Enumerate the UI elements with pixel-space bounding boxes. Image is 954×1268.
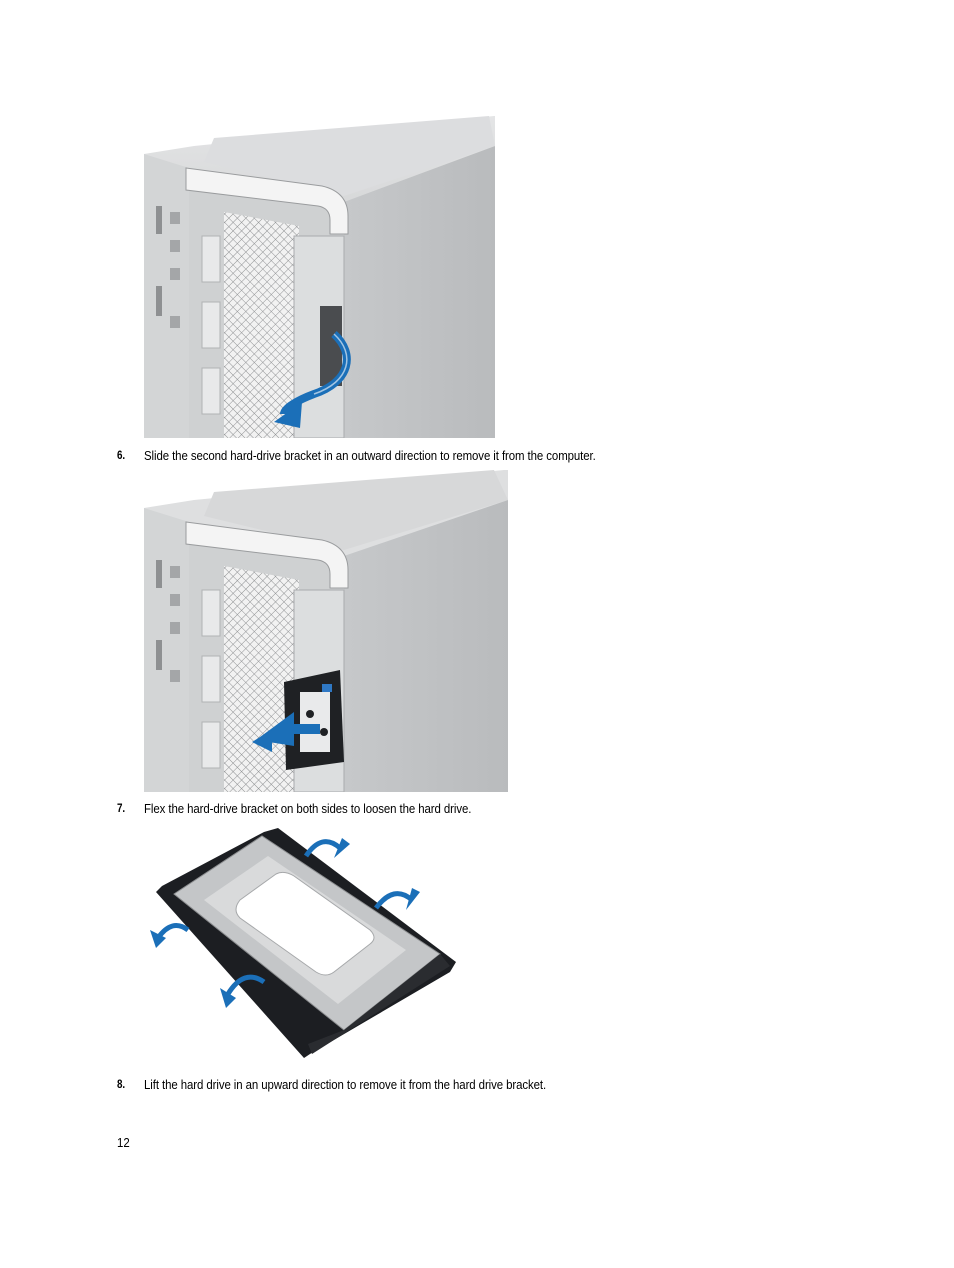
step-number: 7. bbox=[117, 801, 126, 815]
step-text: Flex the hard-drive bracket on both side… bbox=[144, 801, 472, 816]
step-text: Slide the second hard-drive bracket in a… bbox=[144, 448, 596, 463]
figure-bracket-release bbox=[144, 116, 495, 438]
step-number: 6. bbox=[117, 448, 126, 462]
step-number: 8. bbox=[117, 1077, 126, 1091]
page-number: 12 bbox=[117, 1135, 130, 1150]
figure-bracket-flex bbox=[144, 826, 462, 1064]
figure-bracket-slide-out bbox=[144, 470, 508, 792]
step-text: Lift the hard drive in an upward directi… bbox=[144, 1077, 547, 1092]
